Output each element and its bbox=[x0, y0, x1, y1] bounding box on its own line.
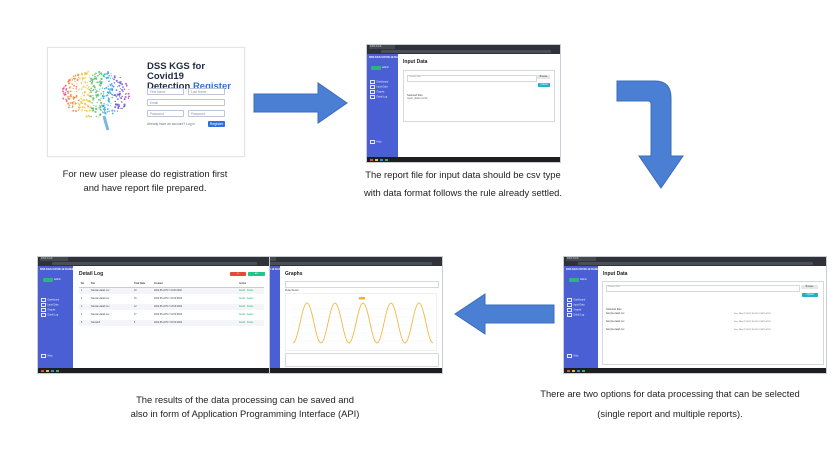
table-row: 3 Sample-data3.csv 12 2022-05-22T17:13:00.0… bbox=[79, 304, 264, 310]
page-title: Graphs bbox=[285, 271, 303, 277]
file-name: Sample-data3.csv bbox=[606, 329, 624, 332]
sidebar-item-graphs[interactable]: Graphs bbox=[41, 308, 55, 312]
sidebar-item-graphs[interactable]: Graphs bbox=[567, 308, 581, 312]
step1-caption: For new user please do registration firs… bbox=[30, 167, 260, 195]
table-cell: 3 bbox=[81, 304, 82, 310]
file-input[interactable] bbox=[407, 75, 537, 82]
curved-arrow-down-icon bbox=[615, 78, 690, 193]
browse-button[interactable]: Browse bbox=[537, 75, 550, 79]
table-row: 1 Sample-data1.csv 10 2022-05-22T17:11:00.0… bbox=[79, 288, 264, 294]
sidebar-item-detail-log[interactable]: Detail Log bbox=[567, 313, 584, 317]
table-cell: 4 bbox=[81, 312, 82, 318]
table-cell: Sample-data1.csv bbox=[91, 288, 109, 294]
browser-chrome: DSS KGS bbox=[367, 45, 560, 54]
data-table-panel bbox=[285, 353, 439, 367]
legend-swatch bbox=[359, 297, 365, 300]
upload-panel bbox=[602, 281, 824, 365]
last-name-field[interactable]: Last Name bbox=[188, 88, 225, 95]
row-actions[interactable]: Detail · Delete bbox=[239, 320, 254, 326]
row-actions[interactable]: Detail · Delete bbox=[239, 288, 254, 294]
upload-button[interactable]: Upload bbox=[802, 293, 818, 297]
arrow-left-icon bbox=[452, 291, 556, 337]
sidebar-item-dashboard[interactable]: Dashboard bbox=[41, 298, 59, 302]
table-row: 4 Sample-data4.csv 17 2022-05-22T17:14:00.0… bbox=[79, 312, 264, 318]
table-row: 5 Sample5 5 2022-05-22T17:15:00.000Z Detail … bbox=[79, 320, 264, 326]
table-cell: 2 bbox=[81, 296, 82, 302]
avatar bbox=[371, 66, 381, 70]
step3-caption: There are two options for data processin… bbox=[510, 384, 830, 424]
table-cell: 2022-05-22T17:12:00.000Z bbox=[154, 296, 182, 302]
sidebar-item-help[interactable]: Help bbox=[567, 354, 578, 358]
browse-button[interactable]: Browse bbox=[801, 285, 818, 289]
sidebar-item-detail-log[interactable]: Detail Log bbox=[370, 95, 387, 99]
first-name-field[interactable]: First Name bbox=[147, 88, 184, 95]
row-actions[interactable]: Detail · Delete bbox=[239, 304, 254, 310]
pulse-chart bbox=[285, 293, 437, 351]
table-cell: Sample5 bbox=[91, 320, 100, 326]
registration-screenshot: DSS KGS for Covid19 Detection Register F… bbox=[47, 47, 245, 157]
sidebar-item-input-data[interactable]: Input Data bbox=[567, 303, 585, 307]
table-cell: 2022-05-22T17:13:00.000Z bbox=[154, 304, 182, 310]
table-cell: 10 bbox=[134, 288, 137, 294]
table-cell: 15 bbox=[134, 296, 137, 302]
avatar bbox=[43, 278, 53, 282]
table-cell: 5 bbox=[134, 320, 135, 326]
page-title: Detail Log bbox=[79, 271, 103, 277]
table-cell: 1 bbox=[81, 288, 82, 294]
sidebar-item-help[interactable]: Help bbox=[370, 140, 381, 144]
selected-file-name: report_data1.csv.file bbox=[407, 98, 428, 101]
row-actions[interactable]: Detail · Delete bbox=[239, 296, 254, 302]
register-button[interactable]: Register bbox=[208, 121, 225, 127]
api-button[interactable]: API bbox=[248, 272, 265, 276]
email-field[interactable]: Email bbox=[147, 99, 225, 106]
file-select[interactable] bbox=[285, 281, 439, 288]
brain-illustration bbox=[56, 62, 136, 132]
sidebar-item-dashboard[interactable]: Dashboard bbox=[370, 80, 388, 84]
step2-caption: The report file for input data should be… bbox=[338, 166, 588, 202]
app-sidebar: DSS KGS COVID-19 DASHBOARD Admin Dashboa… bbox=[367, 54, 398, 162]
table-cell: 12 bbox=[134, 304, 137, 310]
avatar bbox=[569, 278, 579, 282]
table-cell: Sample-data3.csv bbox=[91, 304, 109, 310]
table-cell: 2022-05-22T17:14:00.000Z bbox=[154, 312, 182, 318]
sidebar-item-dashboard[interactable]: Dashboard bbox=[567, 298, 585, 302]
file-name: Sample-data2.csv bbox=[606, 321, 624, 324]
file-input[interactable] bbox=[606, 285, 800, 292]
table-row: 2 Sample-data2.csv 15 2022-05-22T17:12:00.0… bbox=[79, 296, 264, 302]
table-cell: 2022-05-22T17:15:00.000Z bbox=[154, 320, 182, 326]
table-cell: 17 bbox=[134, 312, 137, 318]
sidebar-item-detail-log[interactable]: Detail Log bbox=[41, 313, 58, 317]
taskbar bbox=[367, 157, 560, 162]
row-actions[interactable]: Detail · Delete bbox=[239, 312, 254, 318]
table-cell: 2022-05-22T17:11:00.000Z bbox=[154, 288, 182, 294]
sidebar-item-help[interactable]: Help bbox=[41, 354, 52, 358]
upload-button[interactable]: Upload bbox=[538, 83, 550, 87]
page-title: Input Data bbox=[603, 271, 627, 277]
arrow-right-icon bbox=[252, 80, 350, 126]
selected-files-label: Selected files: bbox=[606, 308, 622, 311]
step4-caption: The results of the data processing can b… bbox=[95, 393, 395, 421]
chart-heading: Pulse Result bbox=[285, 289, 298, 292]
sidebar-item-input-data[interactable]: Input Data bbox=[370, 85, 388, 89]
download-button[interactable]: ⬇ bbox=[230, 272, 246, 276]
page-title: Input Data bbox=[403, 59, 427, 65]
sidebar-item-graphs[interactable]: Graphs bbox=[370, 90, 384, 94]
graphs-screenshot: DSS KGS DSS KGS COVID-19 DASHBOARD Admin… bbox=[247, 256, 443, 374]
repeat-password-field[interactable]: Password bbox=[188, 110, 225, 117]
table-header: No File Total Data Created Action bbox=[79, 281, 264, 288]
table-cell: Sample-data4.csv bbox=[91, 312, 109, 318]
table-cell: 5 bbox=[81, 320, 82, 326]
password-field[interactable]: Password bbox=[147, 110, 184, 117]
login-link[interactable]: Already have an account? Log in bbox=[147, 122, 195, 126]
multi-input-screenshot: DSS KGS DSS KGS COVID-19 DASHBOARD Admin… bbox=[563, 256, 827, 374]
sidebar-item-input-data[interactable]: Input Data bbox=[41, 303, 59, 307]
app-sidebar: DSS KGS COVID-19 DASHBOARD Admin Dashboa… bbox=[38, 266, 73, 373]
app-sidebar: DSS KGS COVID-19 DASHBOARD Admin Dashboa… bbox=[564, 266, 598, 373]
selected-files-label: Selected files: bbox=[407, 94, 423, 97]
input-data-screenshot: DSS KGS DSS KGS COVID-19 DASHBOARD Admin… bbox=[366, 44, 561, 163]
file-name: Sample-data1.csv bbox=[606, 313, 624, 316]
detail-log-screenshot: DSS KGS DSS KGS COVID-19 DASHBOARD Admin… bbox=[37, 256, 270, 374]
table-cell: Sample-data2.csv bbox=[91, 296, 109, 302]
